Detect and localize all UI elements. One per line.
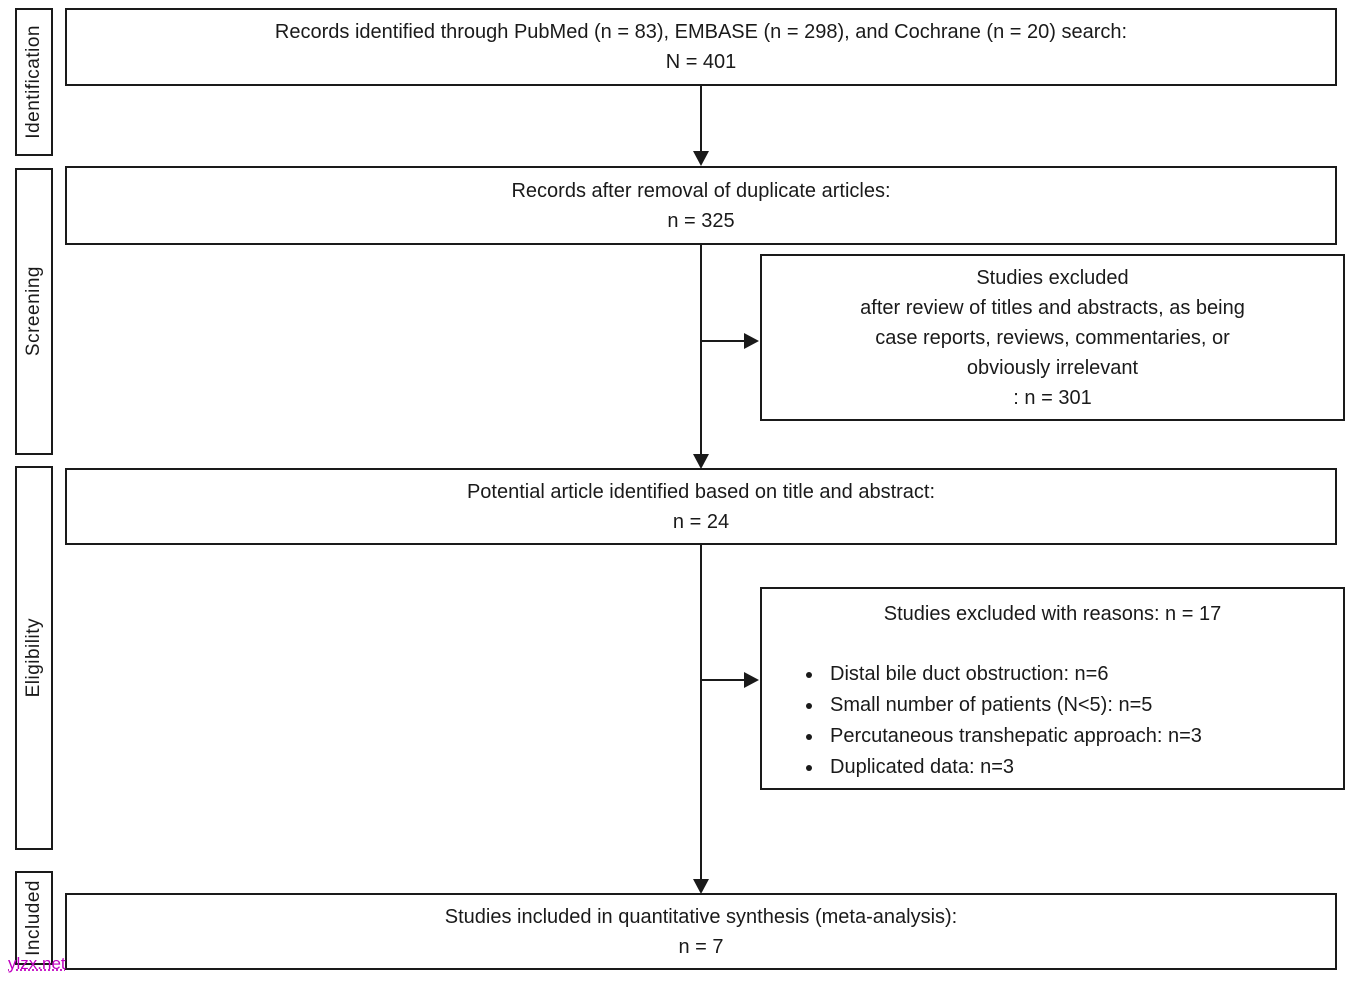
excluded-reason-item: Percutaneous transhepatic approach: n=3 — [824, 721, 1333, 752]
excluded-eligibility-box: Studies excluded with reasons: n = 17 Di… — [760, 587, 1345, 790]
records-deduplicated-box: Records after removal of duplicate artic… — [65, 166, 1337, 245]
stage-label-identification: Identification — [15, 8, 53, 156]
arrowhead-down-icon — [693, 454, 709, 469]
records-identified-count: N = 401 — [665, 51, 737, 73]
stage-label-eligibility: Eligibility — [15, 466, 53, 850]
excluded-reason-item: Duplicated data: n=3 — [824, 752, 1333, 783]
excluded-eligibility-title: Studies excluded with reasons: n = 17 — [883, 603, 1222, 625]
potential-articles-text: Potential article identified based on ti… — [466, 480, 936, 503]
excluded-screening-count: : n = 301 — [1013, 386, 1092, 409]
studies-included-box: Studies included in quantitative synthes… — [65, 893, 1337, 970]
arrow-deduplicated-to-potential — [700, 245, 702, 454]
excluded-reason-item: Small number of patients (N<5): n=5 — [824, 690, 1333, 721]
studies-included-text: Studies included in quantitative synthes… — [444, 905, 958, 928]
excluded-reason-item: Distal bile duct obstruction: n=6 — [824, 659, 1333, 690]
arrow-branch-to-excluded-screening — [701, 340, 745, 342]
excluded-screening-line: after review of titles and abstracts, as… — [860, 296, 1245, 319]
excluded-screening-line: Studies excluded — [976, 266, 1129, 289]
stage-label-text: Screening — [23, 266, 44, 357]
stage-label-text: Eligibility — [23, 618, 44, 698]
stage-label-text: Included — [23, 880, 44, 956]
site-watermark: ylzx.net — [8, 954, 66, 973]
records-identified-box: Records identified through PubMed (n = 8… — [65, 8, 1337, 86]
excluded-screening-box: Studies excluded after review of titles … — [760, 254, 1345, 421]
stage-label-included: Included — [15, 871, 53, 965]
excluded-screening-line: obviously irrelevant — [966, 356, 1139, 379]
arrow-branch-to-excluded-eligibility — [701, 679, 745, 681]
potential-articles-box: Potential article identified based on ti… — [65, 468, 1337, 545]
potential-articles-count: n = 24 — [672, 510, 730, 533]
stage-label-screening: Screening — [15, 168, 53, 455]
arrowhead-down-icon — [693, 151, 709, 166]
records-deduplicated-count: n = 325 — [667, 209, 735, 232]
stage-label-text: Identification — [23, 25, 44, 139]
arrowhead-right-icon — [744, 333, 759, 349]
excluded-eligibility-reason-list: Distal bile duct obstruction: n=6 Small … — [772, 659, 1333, 783]
arrow-potential-to-included — [700, 545, 702, 879]
excluded-screening-line: case reports, reviews, commentaries, or — [875, 326, 1230, 349]
arrowhead-down-icon — [693, 879, 709, 894]
arrowhead-right-icon — [744, 672, 759, 688]
studies-included-count: n = 7 — [678, 935, 724, 958]
records-deduplicated-text: Records after removal of duplicate artic… — [511, 179, 891, 202]
records-identified-text: Records identified through PubMed (n = 8… — [274, 21, 1128, 43]
arrow-identified-to-deduplicated — [700, 86, 702, 151]
